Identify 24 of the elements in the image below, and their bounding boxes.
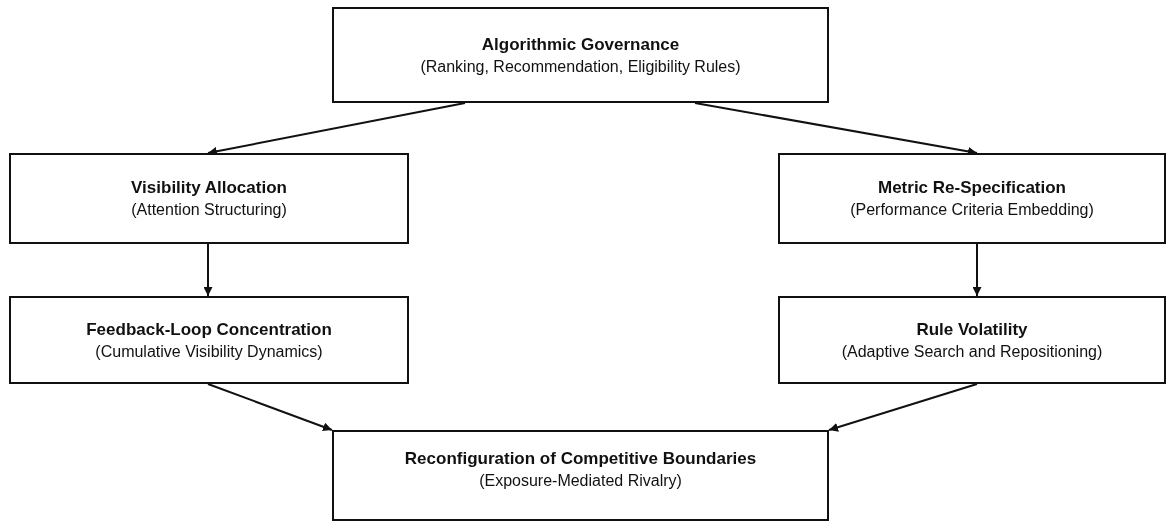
arrow: [207, 102, 466, 156]
process-box: [332, 7, 829, 103]
arrow: [972, 243, 982, 297]
arrow: [694, 102, 978, 156]
arrow: [207, 383, 333, 432]
box-subtitle: (Ranking, Recommendation, Eligibility Rules): [420, 56, 741, 77]
box-subtitle: (Performance Criteria Embedding): [850, 200, 1094, 220]
box-title: Feedback-Loop Concentration: [86, 318, 332, 341]
box-subtitle: (Cumulative Visibility Dynamics): [95, 341, 323, 362]
box-subtitle: (Attention Structuring): [131, 200, 287, 220]
process-box: [778, 296, 1166, 384]
process-box: [332, 430, 829, 521]
process-box: [778, 153, 1166, 244]
process-box: [9, 296, 409, 384]
box-subtitle: (Adaptive Search and Repositioning): [841, 341, 1103, 362]
box-title: Visibility Allocation: [131, 177, 287, 199]
arrow: [828, 383, 978, 432]
box-title: Metric Re-Specification: [878, 177, 1066, 199]
box-subtitle: (Exposure-Mediated Rivalry): [479, 471, 682, 491]
box-title: Rule Volatility: [916, 318, 1028, 341]
process-box: [9, 153, 409, 244]
arrow: [203, 243, 213, 297]
box-title: Reconfiguration of Competitive Boundaries: [404, 448, 757, 470]
box-title: Algorithmic Governance: [481, 33, 680, 56]
